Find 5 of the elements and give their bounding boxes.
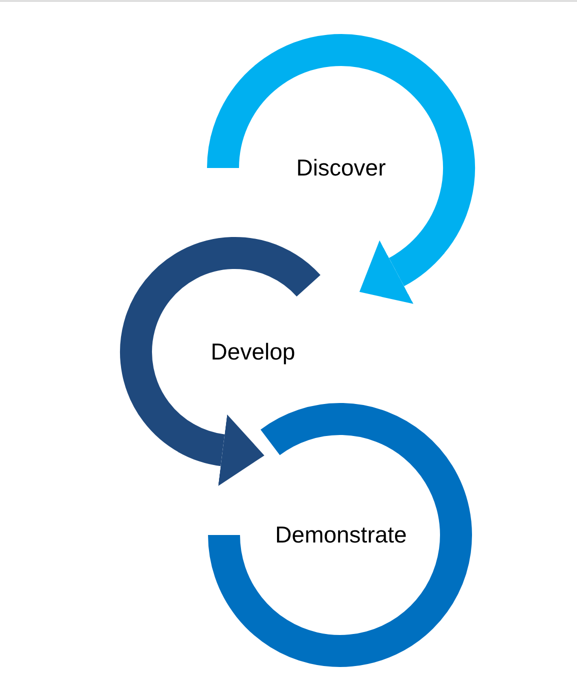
- stage-label: Develop: [210, 338, 296, 366]
- arrow: [178, 414, 264, 486]
- stage-label: Demonstrate: [275, 522, 407, 548]
- arrow: [360, 232, 444, 304]
- stage-label: Discover: [296, 154, 386, 182]
